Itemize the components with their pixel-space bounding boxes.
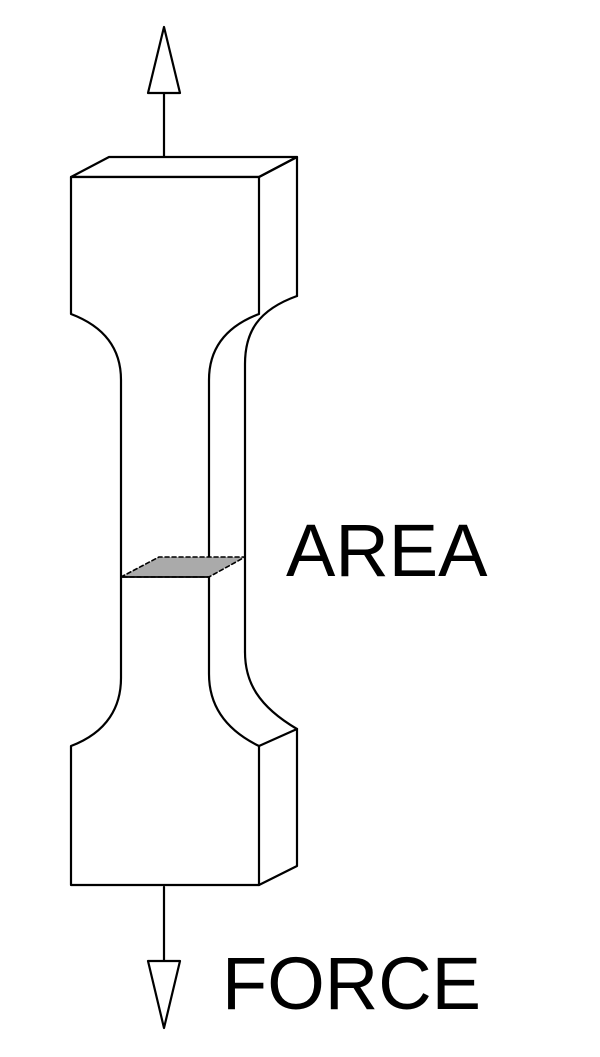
specimen-front-face [69,175,261,887]
bottom-force-arrow [146,885,182,1030]
top-force-arrow [146,25,182,169]
force-label: FORCE [222,942,481,1025]
bottom-grip-side-face [257,727,299,887]
upper-transition-side [243,294,299,654]
area-label: AREA [286,509,488,592]
lower-transition-side [243,650,299,731]
bottom-arrowhead [146,959,182,1030]
dogbone-specimen [69,155,299,887]
top-arrowhead [146,25,182,95]
top-grip-side-face [257,155,299,298]
